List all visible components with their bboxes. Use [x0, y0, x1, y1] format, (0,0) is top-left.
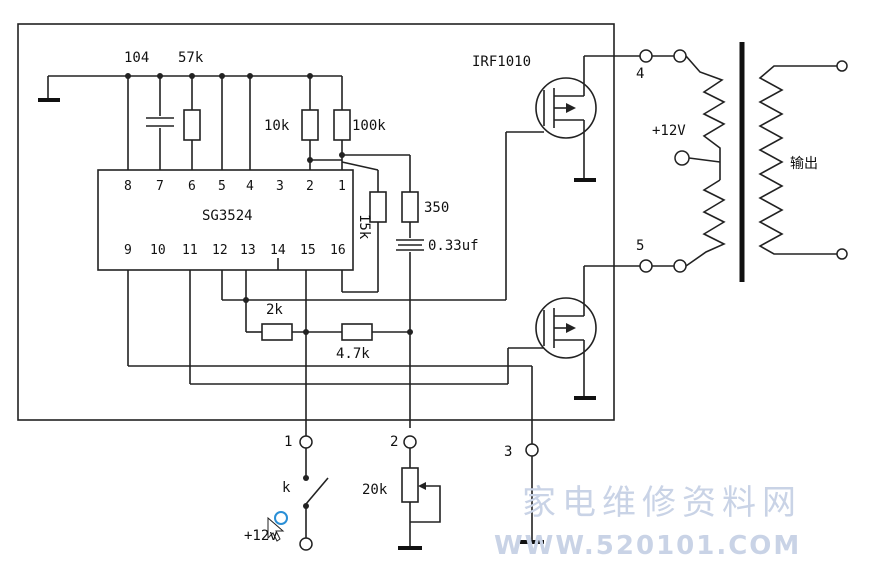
resistor-57k	[183, 76, 201, 170]
resistor-2k	[261, 323, 342, 341]
pin-label: 3	[276, 179, 284, 194]
feedback-node	[307, 152, 411, 192]
watermark-chinese: 家电维修资料网	[522, 483, 802, 523]
resistor-10k	[301, 76, 319, 170]
bottom-wiring	[127, 258, 532, 438]
label-15k: 15k	[356, 214, 372, 240]
resistor-100k	[333, 76, 351, 170]
label-output: 输出	[790, 156, 818, 172]
pin-label: 8	[124, 179, 132, 194]
label-4-7k: 4.7k	[336, 346, 370, 362]
transformer-primary	[674, 55, 726, 267]
label-10k: 10k	[264, 118, 290, 134]
terminal-5	[639, 259, 687, 273]
watermark-url: WWW.520101.COM	[494, 531, 801, 561]
resistor-350	[401, 191, 419, 238]
label-supply: +12v	[244, 528, 278, 544]
ic-pin-numbers-top: 8 7 6 5 4 3 2 1	[124, 179, 346, 194]
label-center-tap: +12V	[652, 123, 686, 139]
capacitor-104	[146, 76, 174, 170]
label-0-33uf: 0.33uf	[428, 238, 479, 254]
pin-label: 7	[156, 179, 164, 194]
pin-label: 4	[246, 179, 254, 194]
label-350: 350	[424, 200, 449, 216]
terminal-3	[520, 443, 544, 544]
mouse-cursor-icon	[267, 511, 288, 542]
pin-label: 1	[338, 179, 346, 194]
pin-label: 12	[212, 243, 228, 258]
potentiometer-20k	[398, 448, 441, 550]
pin-label: 9	[124, 243, 132, 258]
label-2k: 2k	[266, 302, 283, 318]
mosfet-q2	[507, 265, 640, 446]
resistor-4-7k	[341, 323, 413, 341]
label-terminal-3: 3	[504, 444, 512, 460]
pin-label: 10	[150, 243, 166, 258]
label-20k: 20k	[362, 482, 388, 498]
mosfet-q1	[505, 55, 640, 300]
ic-name: SG3524	[202, 208, 253, 224]
top-rail	[38, 75, 342, 102]
label-100k: 100k	[352, 118, 386, 134]
pin-label: 13	[240, 243, 256, 258]
ic-sg3524-body	[97, 169, 354, 271]
pin-label: 5	[218, 179, 226, 194]
pin-label: 11	[182, 243, 198, 258]
capacitor-033uf	[396, 239, 424, 428]
pin-label: 16	[330, 243, 346, 258]
label-terminal-1: 1	[284, 434, 292, 450]
pin-label: 15	[300, 243, 316, 258]
transformer-secondary	[758, 60, 848, 260]
switch-k	[299, 448, 329, 551]
pin-label: 2	[306, 179, 314, 194]
label-terminal-5: 5	[636, 238, 644, 254]
pin-label: 6	[188, 179, 196, 194]
board-outline	[17, 23, 615, 421]
terminal-2	[403, 435, 417, 449]
label-104: 104	[124, 50, 149, 66]
label-irf1010: IRF1010	[472, 54, 531, 70]
label-terminal-2: 2	[390, 434, 398, 450]
label-57k: 57k	[178, 50, 204, 66]
label-switch-k: k	[282, 480, 291, 496]
terminal-4	[639, 49, 687, 63]
label-terminal-4: 4	[636, 66, 644, 82]
terminal-1	[299, 435, 313, 449]
ic-pin-numbers-bottom: 9 10 11 12 13 14 15 16	[124, 243, 346, 258]
pin-label: 14	[270, 243, 286, 258]
